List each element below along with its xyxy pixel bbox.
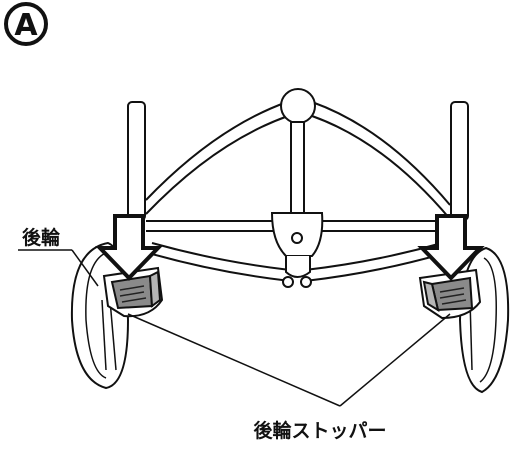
upper-frame	[145, 101, 451, 220]
handle-posts	[127, 101, 469, 221]
label-rear-wheel: 後輪	[22, 226, 61, 249]
panel-badge-letter: A	[14, 8, 38, 43]
panel-badge: A	[4, 2, 48, 46]
press-arrow-right	[417, 214, 485, 281]
fold-latch	[270, 212, 324, 288]
right-rear-wheel	[458, 246, 510, 394]
left-brake-housing	[102, 266, 164, 318]
top-hinge	[280, 88, 316, 124]
callout-rear-wheel-stopper: 後輪ストッパー	[127, 313, 451, 442]
callout-rear-wheel: 後輪	[18, 226, 99, 287]
press-arrow-left	[95, 214, 163, 281]
label-rear-wheel-stopper: 後輪ストッパー	[253, 419, 386, 442]
right-brake-housing	[418, 268, 482, 320]
center-post	[290, 121, 305, 215]
